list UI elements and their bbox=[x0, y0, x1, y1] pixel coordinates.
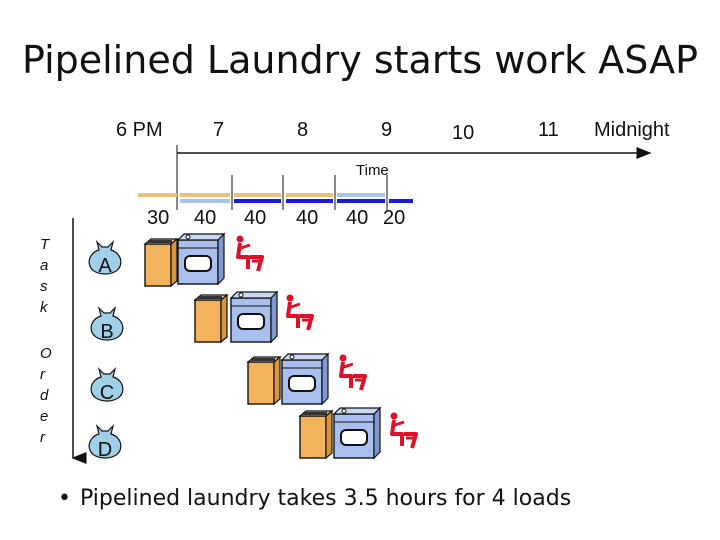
duration-label-4: 40 bbox=[346, 207, 369, 229]
load-label-c: C bbox=[100, 382, 114, 404]
washer-icon bbox=[247, 356, 281, 405]
hour-label-8: 8 bbox=[297, 119, 309, 141]
washer-icon bbox=[144, 238, 178, 287]
load-label-d: D bbox=[98, 439, 112, 461]
task-order-letter: a bbox=[40, 257, 49, 274]
duration-label-wash: 30 bbox=[147, 207, 170, 229]
task-order-letter: r bbox=[40, 429, 45, 446]
load-label-b: B bbox=[100, 321, 113, 343]
dryer-icon bbox=[177, 233, 225, 285]
task-order-letter: T bbox=[40, 236, 50, 253]
duration-label-fold: 20 bbox=[383, 207, 406, 229]
load-label-a: A bbox=[98, 255, 112, 277]
dryer-icon bbox=[230, 291, 278, 343]
time-axis-label: Time bbox=[356, 162, 389, 179]
load-b-row bbox=[90, 291, 314, 343]
washer-icon bbox=[299, 410, 333, 459]
dryer-icon bbox=[333, 407, 381, 459]
dryer-icon bbox=[281, 353, 329, 405]
hour-label-6pm: 6 PM bbox=[116, 119, 163, 141]
task-order-letter: e bbox=[40, 408, 49, 425]
hour-label-11: 11 bbox=[538, 119, 559, 141]
duration-label-1: 40 bbox=[194, 207, 217, 229]
task-order-letter: s bbox=[40, 278, 48, 295]
duration-label-2: 40 bbox=[244, 207, 267, 229]
load-c-row bbox=[90, 352, 367, 405]
bullet-marker: • bbox=[58, 486, 71, 511]
task-order-letter: r bbox=[40, 366, 45, 383]
duration-label-3: 40 bbox=[296, 207, 319, 229]
bullet-text: Pipelined laundry takes 3.5 hours for 4 … bbox=[80, 486, 572, 511]
task-order-letter: O bbox=[40, 345, 52, 362]
task-order-letter: k bbox=[40, 299, 48, 316]
hour-label-10: 10 bbox=[452, 122, 475, 144]
hour-label-7: 7 bbox=[213, 119, 225, 141]
folder-person-icon bbox=[234, 233, 264, 273]
bullet-point: • Pipelined laundry takes 3.5 hours for 4… bbox=[58, 486, 571, 511]
folder-person-icon bbox=[337, 352, 367, 392]
folder-person-icon bbox=[284, 292, 314, 332]
task-order-letter: d bbox=[40, 387, 49, 404]
load-a-row bbox=[88, 233, 264, 287]
load-d-row bbox=[88, 407, 418, 459]
washer-icon bbox=[194, 294, 228, 343]
hour-label-9: 9 bbox=[381, 119, 393, 141]
folder-person-icon bbox=[388, 410, 418, 450]
slide-title: Pipelined Laundry starts work ASAP bbox=[21, 38, 698, 82]
hour-label-midnight: Midnight bbox=[594, 119, 670, 141]
